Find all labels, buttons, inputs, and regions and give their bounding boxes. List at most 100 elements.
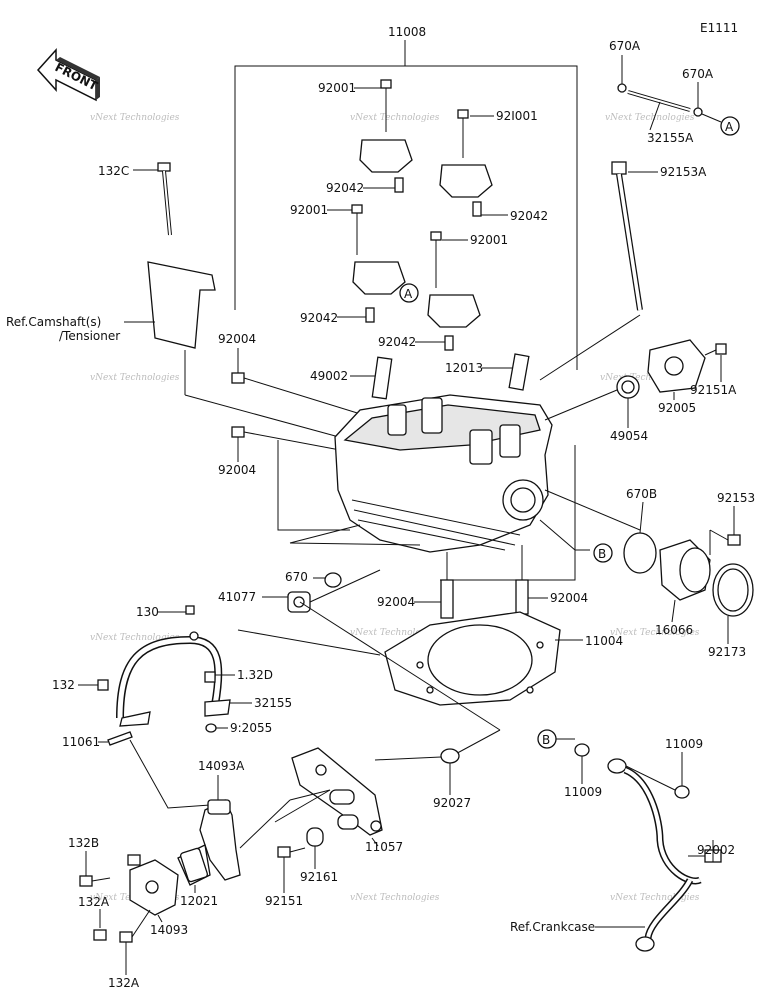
callout-a-circle bbox=[399, 283, 419, 303]
part-label-92001: 92001 bbox=[318, 81, 356, 95]
part-label-92153: 92153 bbox=[717, 491, 755, 505]
part-label-92151a: 92151A bbox=[690, 383, 737, 397]
oil-pipe-rod bbox=[617, 83, 740, 136]
watermark: vNext Technologies bbox=[350, 628, 440, 638]
front-arrow-shadow bbox=[96, 77, 100, 100]
part-label-132c: 132C bbox=[98, 164, 129, 178]
watermark: vNext Technologies bbox=[610, 893, 700, 903]
callout-b: B bbox=[542, 733, 550, 747]
part-label-132b: 132B bbox=[68, 836, 99, 850]
valve-guide-12013 bbox=[508, 353, 530, 391]
cam-cap-assembly-bracket: 11008 bbox=[234, 25, 578, 581]
tensioner-guide bbox=[147, 162, 216, 349]
head-bolt-long bbox=[611, 161, 643, 311]
breather-pipe bbox=[97, 605, 231, 733]
part-label-12013: 12013 bbox=[445, 361, 483, 375]
part-label-92004: 92004 bbox=[218, 332, 256, 346]
part-label-12021: 12021 bbox=[180, 894, 218, 908]
front-arrow-shadow bbox=[56, 57, 100, 80]
diagram-code: E1111 bbox=[700, 21, 738, 35]
dowel-92004 bbox=[515, 579, 529, 615]
part-label-11057: 11057 bbox=[365, 840, 403, 854]
gasket-11061 bbox=[107, 731, 133, 746]
part-label-92001: 92001 bbox=[290, 203, 328, 217]
cam-cap bbox=[427, 294, 481, 328]
cam-cap-bolts bbox=[351, 79, 469, 288]
part-label-92042: 92042 bbox=[378, 335, 416, 349]
part-label-41077: 41077 bbox=[218, 590, 256, 604]
bracket-11057 bbox=[291, 747, 383, 836]
part-label-11061: 11061 bbox=[62, 735, 100, 749]
part-label-32155a: 32155A bbox=[647, 131, 694, 145]
part-label-92042: 92042 bbox=[510, 209, 548, 223]
callout-b: B bbox=[598, 547, 606, 561]
part-label-49054: 49054 bbox=[610, 429, 648, 443]
head-gasket-11004 bbox=[384, 611, 561, 706]
cam-cap bbox=[359, 139, 413, 173]
camshaft-caps bbox=[352, 139, 493, 328]
part-label-92173: 92173 bbox=[708, 645, 746, 659]
part-label-11008: 11008 bbox=[388, 25, 426, 39]
oil-line bbox=[607, 758, 702, 952]
part-label-92042: 92042 bbox=[326, 181, 364, 195]
fitting-41077 bbox=[287, 591, 311, 613]
part-label-92161: 92161 bbox=[300, 870, 338, 884]
part-label-92151: 92151 bbox=[265, 894, 303, 908]
part-label-670a: 670A bbox=[609, 39, 641, 53]
bolt-92151 bbox=[277, 846, 306, 858]
reed-valve-12021 bbox=[177, 844, 211, 886]
part-label-16066: 16066 bbox=[655, 623, 693, 637]
part-label-670a: 670A bbox=[682, 67, 714, 81]
part-label-11009: 11009 bbox=[665, 737, 703, 751]
watermark: vNext Technologies bbox=[90, 113, 180, 123]
cam-cap bbox=[352, 261, 406, 295]
part-label-132d: 1.32D bbox=[237, 668, 273, 682]
part-label-92004: 92004 bbox=[377, 595, 415, 609]
part-label-49002: 49002 bbox=[310, 369, 348, 383]
watermark: vNext Technologies bbox=[600, 373, 690, 383]
part-label-92001: 92001 bbox=[470, 233, 508, 247]
part-label-92153a: 92153A bbox=[660, 165, 707, 179]
watermark: vNext Technologies bbox=[90, 633, 180, 643]
cam-chain-tensioner bbox=[647, 339, 727, 393]
watermark: vNext Technologies bbox=[350, 113, 440, 123]
dowel-92004 bbox=[440, 579, 454, 619]
part-label-14093a: 14093A bbox=[198, 759, 245, 773]
bolt-132a bbox=[93, 929, 107, 941]
washer-11009 bbox=[574, 743, 590, 757]
part-label-92005: 92005 bbox=[658, 401, 696, 415]
o-ring-670b bbox=[623, 532, 657, 574]
part-label-670b: 670B bbox=[626, 487, 657, 501]
watermark: vNext Technologies bbox=[350, 893, 440, 903]
bolt-132b bbox=[79, 875, 93, 887]
ref-camshaft: Ref.Camshaft(s) bbox=[6, 315, 101, 329]
part-label-132a: 132A bbox=[78, 895, 110, 909]
part-label-130: 130 bbox=[136, 605, 159, 619]
watermarks: vNext Technologies vNext Technologies vN… bbox=[90, 113, 700, 903]
valve-body-14093 bbox=[127, 854, 179, 916]
intake-adapter-16066 bbox=[659, 539, 711, 601]
washer-11009 bbox=[674, 785, 690, 799]
part-label-14093: 14093 bbox=[150, 923, 188, 937]
o-ring-670 bbox=[324, 572, 342, 588]
ref-crankcase: Ref.Crankcase bbox=[510, 920, 595, 934]
part-label-92004: 92004 bbox=[550, 591, 588, 605]
part-label-92004: 92004 bbox=[218, 463, 256, 477]
part-label-92042: 92042 bbox=[300, 311, 338, 325]
bolt-132a bbox=[119, 931, 133, 943]
callout-a: A bbox=[725, 120, 734, 134]
cam-cap-dowels bbox=[365, 177, 482, 351]
collar-92161 bbox=[306, 827, 324, 847]
clamp-92173 bbox=[712, 563, 754, 617]
part-label-92001: 92I001 bbox=[496, 109, 538, 123]
part-label-670: 670 bbox=[285, 570, 308, 584]
front-arrow: FRONT bbox=[36, 48, 101, 102]
part-label-132a: 132A bbox=[108, 976, 140, 990]
plug-49054 bbox=[616, 375, 640, 399]
watermark: vNext Technologies bbox=[610, 628, 700, 638]
ref-tensioner: /Tensioner bbox=[59, 329, 120, 343]
cam-cap bbox=[439, 164, 493, 198]
callout-a: A bbox=[404, 287, 413, 301]
